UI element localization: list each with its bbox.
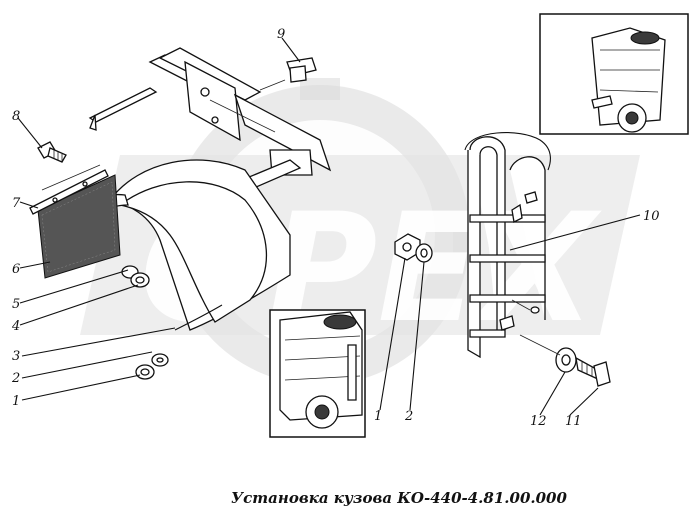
bolt-11-washer-12: [519, 334, 611, 387]
callout-labels: 1 2 3 4 5 6 7 8 9 10 11 12 1 2: [11, 27, 660, 429]
fasteners-left: [121, 265, 169, 380]
leader-lines: [17, 37, 641, 416]
callout-1-center: 1: [374, 409, 382, 424]
callout-4: 4: [11, 319, 20, 334]
callout-6: 6: [12, 262, 20, 277]
fasteners-center: [394, 233, 433, 263]
callout-12: 12: [530, 414, 547, 429]
bolt-8: [37, 141, 67, 163]
callout-11: 11: [565, 414, 582, 429]
drawing-caption: Установка кузова КО-440-4.81.00.000: [231, 489, 567, 507]
inset-center: [269, 309, 366, 438]
callout-1-left: 1: [12, 394, 20, 409]
callout-2-left: 2: [11, 371, 20, 386]
callout-9: 9: [277, 27, 285, 42]
callout-8: 8: [12, 109, 20, 124]
callout-7: 7: [12, 196, 21, 211]
clamp-strip: [29, 164, 109, 215]
bolt-9: [259, 57, 317, 91]
callout-5: 5: [12, 297, 20, 312]
callout-10: 10: [643, 209, 660, 224]
ladder: [464, 132, 551, 359]
callout-3: 3: [12, 349, 20, 364]
inset-top-right: [539, 13, 689, 135]
callout-2-center: 2: [404, 409, 413, 424]
